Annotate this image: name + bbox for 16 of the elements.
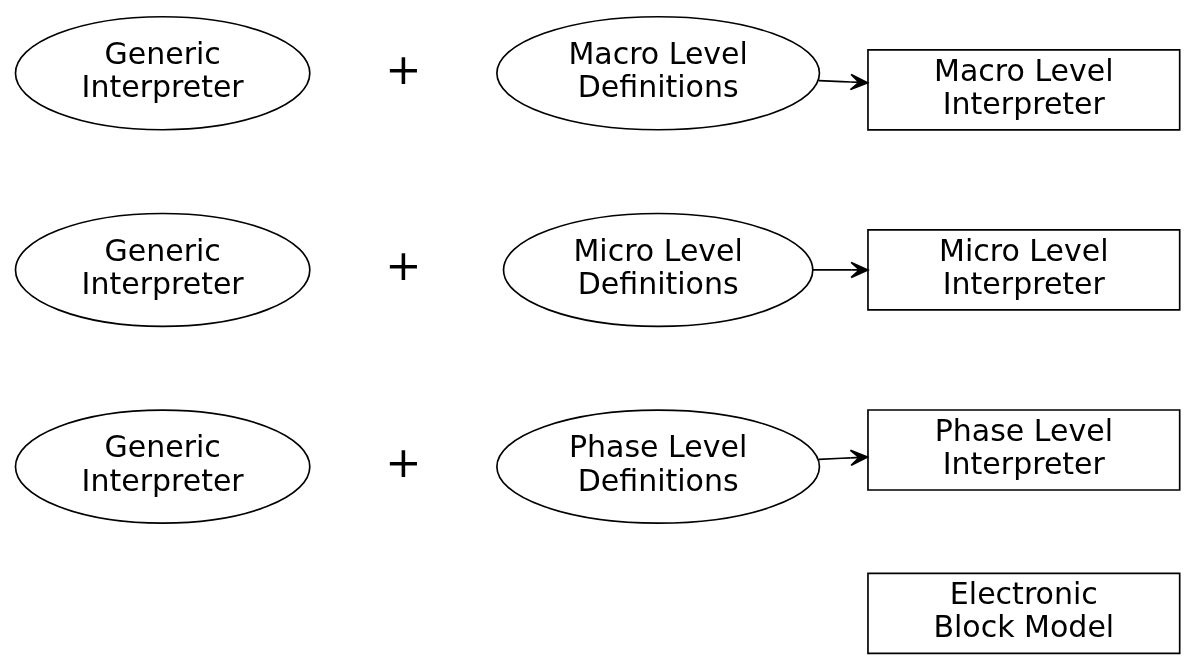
- arrow: [817, 73, 869, 90]
- node-box: Macro Level Interpreter: [867, 48, 1181, 131]
- label: +: [385, 239, 422, 290]
- node-ellipse: Generic Interpreter: [14, 408, 311, 524]
- node-box: Micro Level Interpreter: [867, 228, 1181, 311]
- node-box: Electronic Block Model: [867, 572, 1181, 654]
- arrow: [817, 449, 869, 466]
- node-box: Phase Level Interpreter: [867, 408, 1181, 491]
- arrow: [812, 261, 869, 278]
- node-ellipse: Macro Level Definitions: [496, 15, 821, 131]
- node-ellipse: Micro Level Definitions: [502, 212, 814, 327]
- label: +: [385, 43, 422, 94]
- node-ellipse: Generic Interpreter: [14, 15, 311, 131]
- node-ellipse: Phase Level Definitions: [496, 408, 821, 524]
- node-ellipse: Generic Interpreter: [14, 212, 311, 327]
- label: +: [385, 436, 422, 487]
